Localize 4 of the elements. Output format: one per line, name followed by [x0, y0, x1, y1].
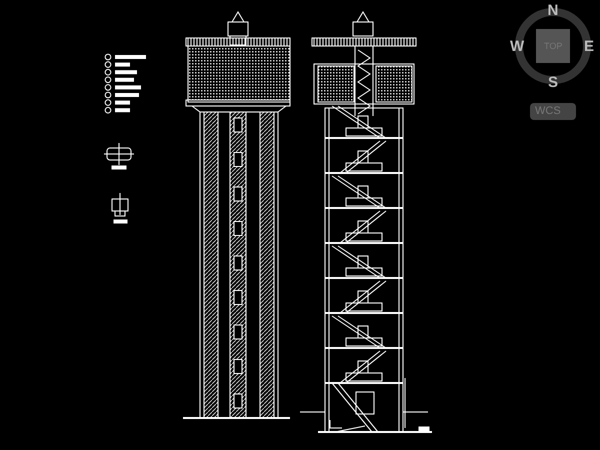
compass-direction: W	[510, 38, 524, 54]
compass-direction: S	[548, 74, 558, 90]
compass-direction: E	[584, 38, 594, 54]
compass-direction: N	[548, 2, 558, 18]
